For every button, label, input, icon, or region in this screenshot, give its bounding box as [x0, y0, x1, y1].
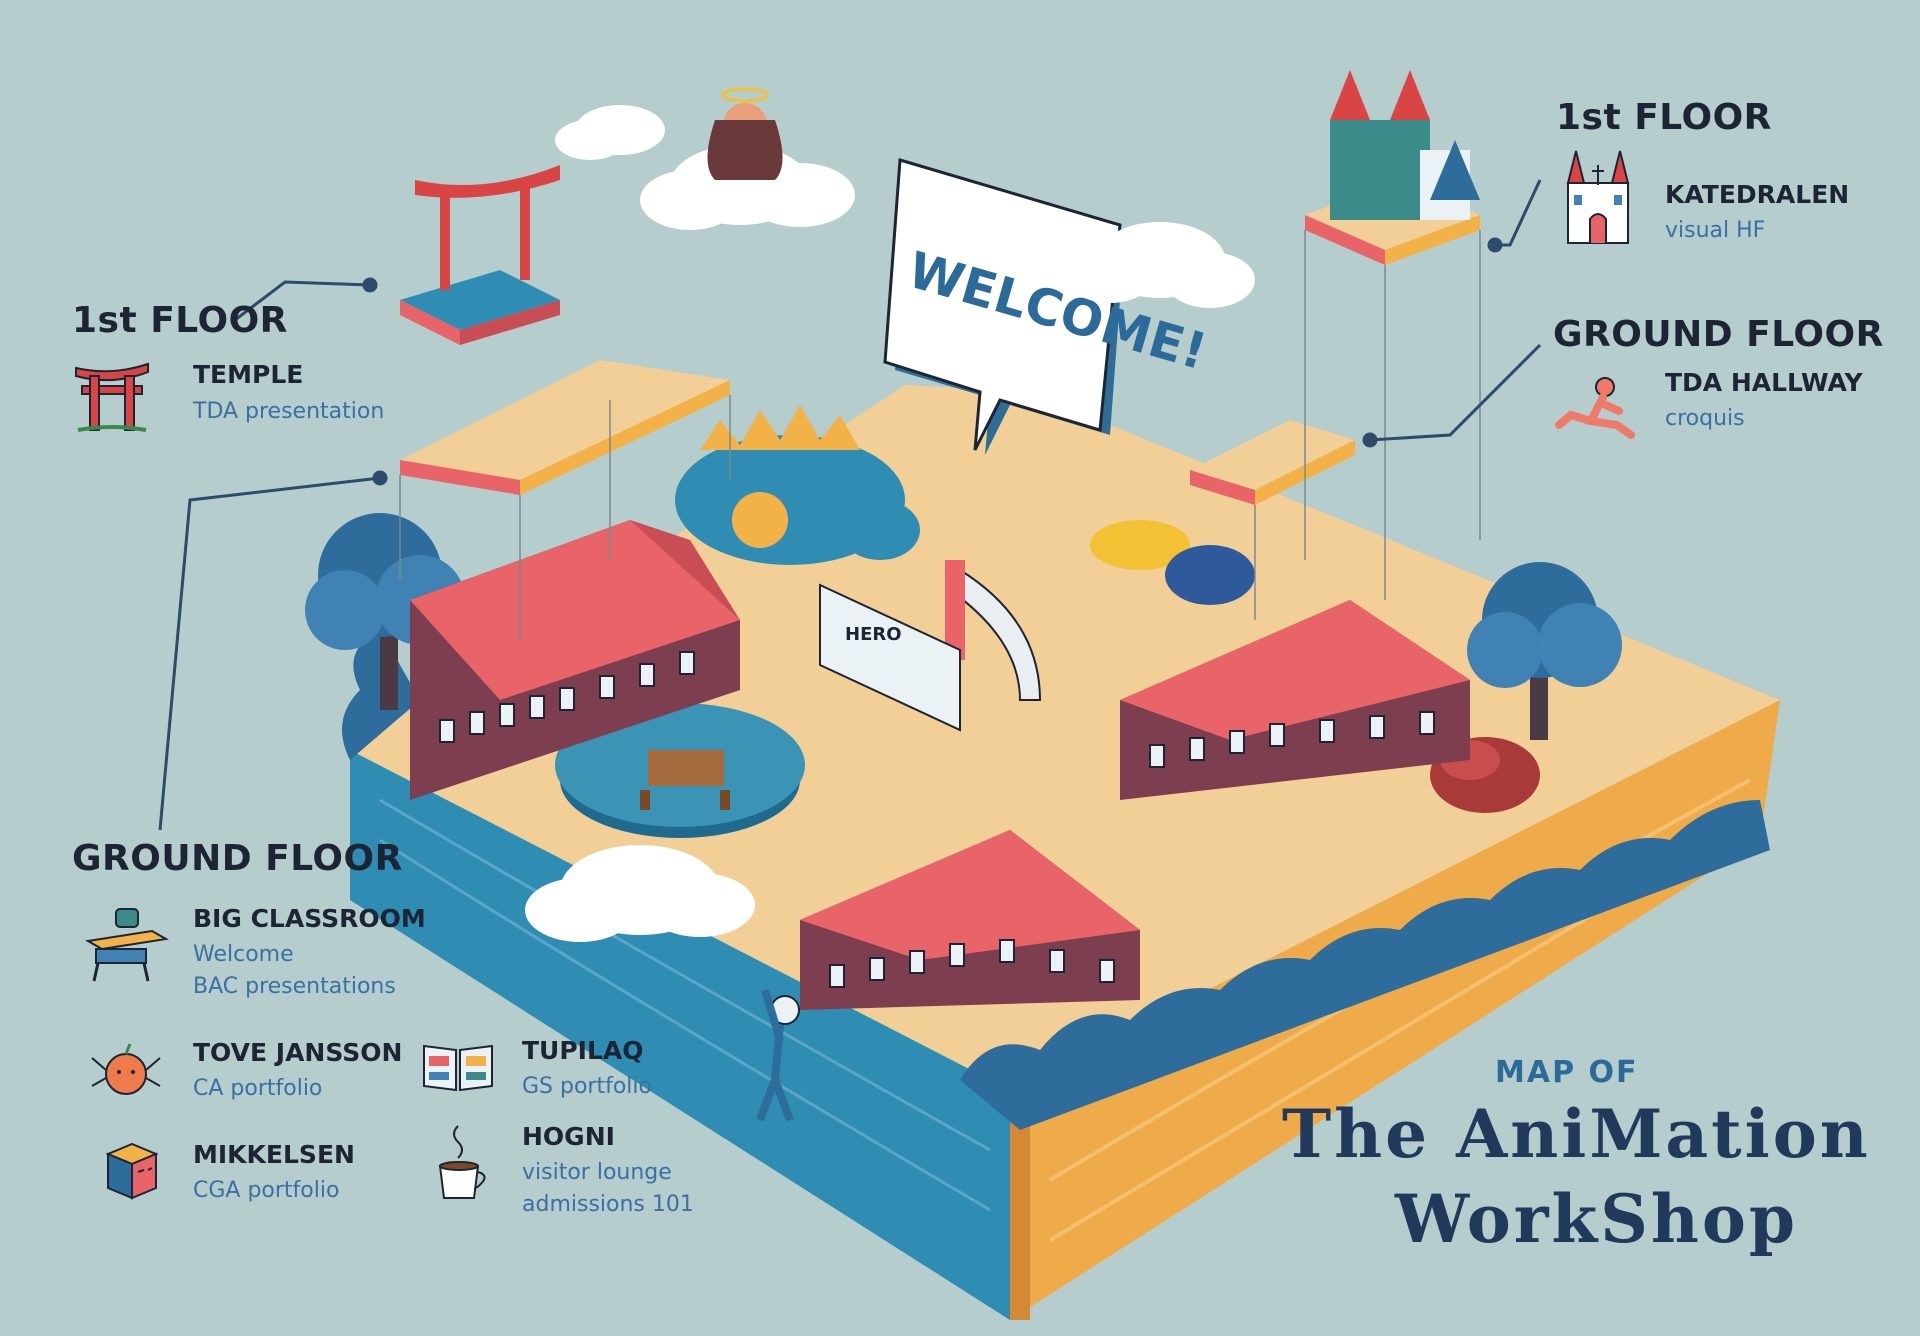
open-book-icon — [423, 1044, 493, 1092]
title-line-1: MAP OF — [1495, 1055, 1639, 1090]
legend-tove-jansson-sub: CA portfolio — [193, 1076, 323, 1101]
torii-gate-icon — [75, 362, 149, 432]
mural-label: HERO — [845, 624, 902, 645]
angel-figure — [707, 87, 783, 180]
clouds — [525, 105, 1255, 942]
reclining-figure-icon — [1555, 377, 1635, 439]
legend-hogni-name: HOGNI — [522, 1122, 615, 1151]
cloud-welcome — [1065, 222, 1255, 308]
legend-katedralen-name: KATEDRALEN — [1665, 180, 1850, 209]
hanging-person — [756, 988, 800, 1122]
building-left — [410, 520, 740, 800]
legend-tupilaq-name: TUPILAQ — [522, 1036, 644, 1065]
left-first-floor-heading: 1st FLOOR — [72, 300, 288, 341]
right-first-floor-heading: 1st FLOOR — [1556, 97, 1772, 138]
legend-temple-sub: TDA presentation — [193, 399, 385, 424]
legend-tove-jansson-name: TOVE JANSSON — [193, 1038, 403, 1067]
platform-strings — [399, 230, 1481, 640]
mural-wall: HERO — [819, 583, 961, 732]
leader-lines — [158, 179, 1542, 831]
legend-big-classroom-sub1: Welcome — [193, 942, 294, 967]
lounge-platform — [400, 360, 730, 495]
title-line-2: The AniMation — [1282, 1095, 1871, 1173]
legend-tda-hallway-name: TDA HALLWAY — [1665, 368, 1863, 397]
title-line-3: WorkShop — [1395, 1180, 1799, 1258]
legend-mikkelsen-name: MIKKELSEN — [193, 1140, 355, 1169]
building-right — [1120, 600, 1470, 800]
building-center — [800, 830, 1140, 1010]
legend-big-classroom-name: BIG CLASSROOM — [193, 904, 426, 933]
legend-tda-hallway-sub: croquis — [1665, 406, 1745, 431]
sleeping-dragon — [675, 405, 920, 565]
cathedral-platform — [1305, 70, 1480, 265]
cars — [1090, 520, 1255, 605]
tree-right — [1467, 562, 1622, 740]
pond — [555, 703, 805, 838]
cloud-lower-left — [525, 845, 755, 942]
legend-hogni-sub1: visitor lounge — [522, 1160, 672, 1185]
legend-katedralen-sub: visual HF — [1665, 218, 1766, 243]
school-desk-icon — [85, 908, 169, 982]
hallway-platform — [1190, 420, 1355, 505]
coffee-cup-icon — [438, 1125, 486, 1199]
left-ground-floor-heading: GROUND FLOOR — [72, 838, 403, 879]
welcome-speech-bubble: WELCOME! — [883, 158, 1213, 455]
angry-cube-icon — [105, 1142, 159, 1200]
legend-temple-name: TEMPLE — [193, 360, 304, 389]
legend-big-classroom-sub2: BAC presentations — [193, 974, 396, 999]
temple-platform — [400, 165, 560, 345]
cloud-top-left — [555, 105, 665, 160]
skate-ramp — [945, 560, 1042, 701]
right-ground-floor-heading: GROUND FLOOR — [1553, 314, 1884, 355]
legend-mikkelsen-sub: CGA portfolio — [193, 1178, 340, 1203]
cathedral-icon — [1566, 150, 1630, 244]
legend-tupilaq-sub: GS portfolio — [522, 1074, 652, 1099]
cloud-top-center — [640, 145, 855, 230]
legend-hogni-sub2: admissions 101 — [522, 1192, 694, 1217]
orange-creature-icon — [91, 1043, 161, 1095]
